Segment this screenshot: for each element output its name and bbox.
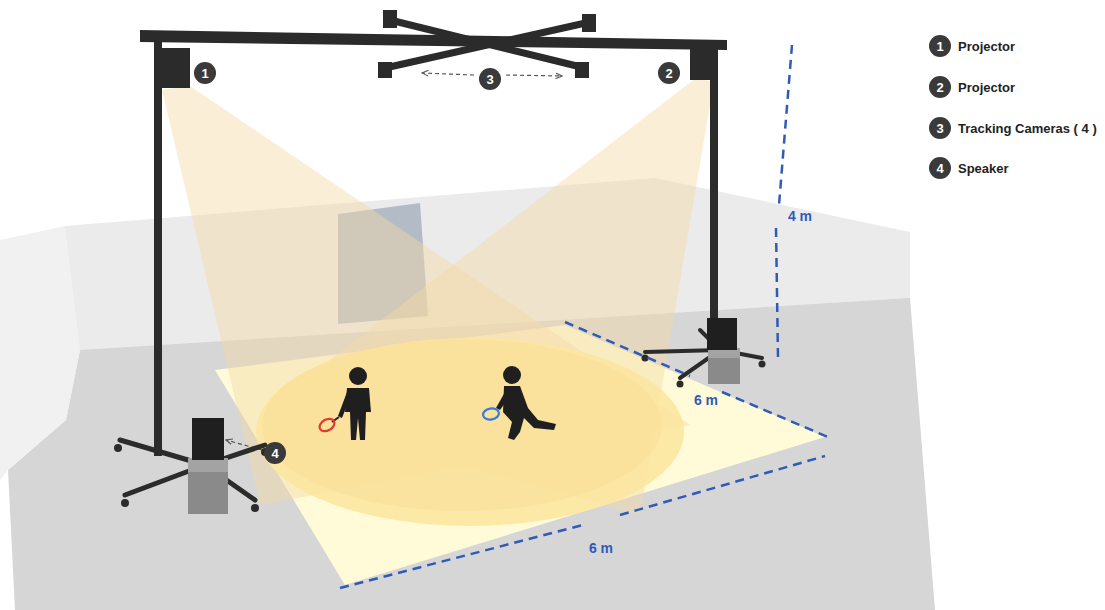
callout-number: 4 bbox=[929, 157, 951, 179]
tracking-cameras bbox=[378, 10, 596, 78]
callout-number: 3 bbox=[929, 117, 951, 139]
callout-arrow bbox=[506, 75, 562, 76]
legend-text: Speaker bbox=[958, 162, 1009, 175]
speaker-left bbox=[114, 418, 269, 514]
projector-2 bbox=[690, 48, 714, 80]
callout-number: 1 bbox=[929, 35, 951, 57]
legend-text: Projector bbox=[958, 81, 1015, 94]
dimension-lines bbox=[340, 45, 828, 588]
player-1 bbox=[338, 367, 371, 440]
callout-circles bbox=[194, 62, 680, 464]
legend-text: Tracking Cameras ( 4 ) bbox=[958, 122, 1097, 135]
projected-circle bbox=[256, 338, 684, 526]
callout-number: 2 bbox=[929, 76, 951, 98]
dimension-label: 4 m bbox=[785, 208, 815, 224]
racket-blue bbox=[482, 407, 500, 421]
projector-1 bbox=[160, 48, 190, 88]
projected-circle-inner bbox=[262, 339, 662, 511]
left-post bbox=[154, 36, 162, 456]
left-wall-face bbox=[0, 226, 80, 480]
player-2 bbox=[496, 366, 556, 440]
callout-number: 2 bbox=[658, 62, 680, 84]
right-post bbox=[710, 46, 718, 336]
legend-text: Projector bbox=[958, 40, 1015, 53]
dimension-label: 6 m bbox=[691, 392, 721, 408]
racket-red bbox=[317, 416, 336, 434]
callout-arrow bbox=[422, 73, 474, 75]
callout-number: 1 bbox=[194, 62, 216, 84]
speaker-right bbox=[642, 318, 766, 388]
callout-number: 4 bbox=[264, 442, 286, 464]
dimension-label: 6 m bbox=[586, 540, 616, 556]
floor bbox=[8, 298, 935, 610]
callout-number: 3 bbox=[479, 68, 501, 90]
light-cone-2 bbox=[262, 78, 714, 515]
